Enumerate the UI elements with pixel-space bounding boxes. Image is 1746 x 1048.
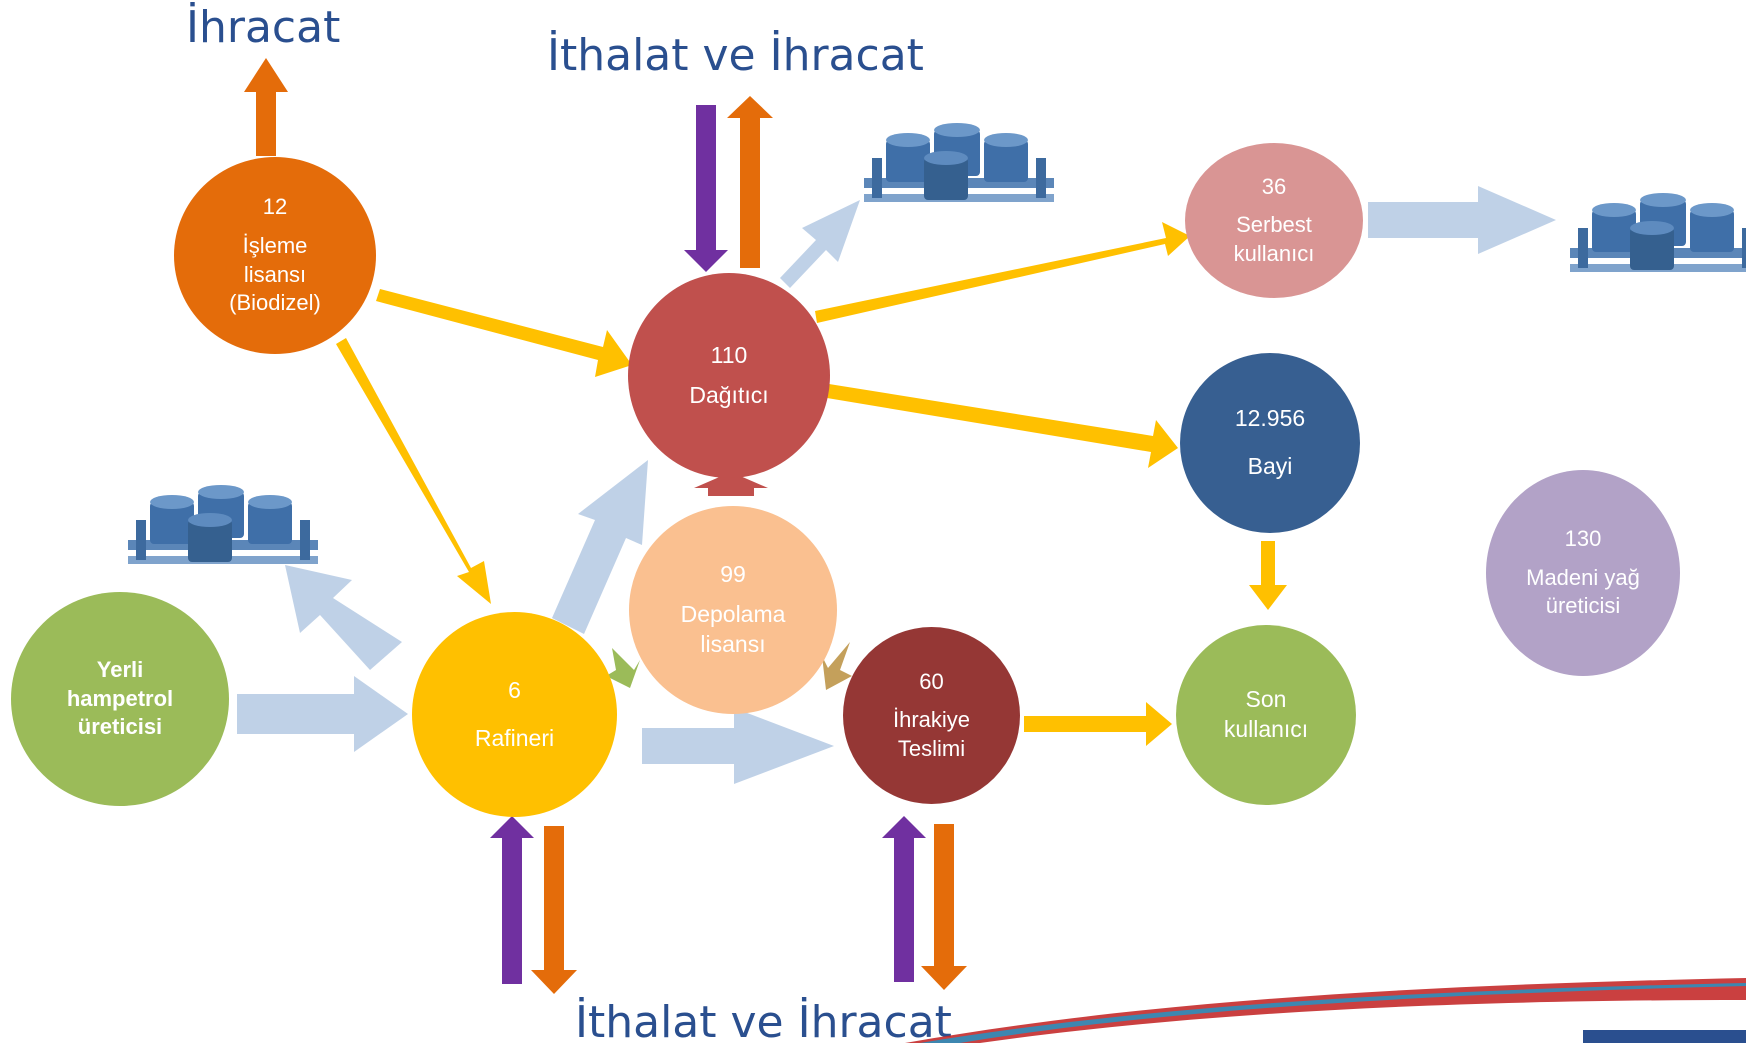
flow-dagitici-to-serbest <box>815 222 1190 323</box>
node-count: 99 <box>720 561 746 588</box>
node-yerli-hampetrol-ureticisi: Yerli hampetrol üreticisi <box>11 592 229 806</box>
flow-bayi-to-son <box>1249 541 1287 610</box>
node-ihrakiye-teslimi: 60 İhrakiye Teslimi <box>843 627 1020 804</box>
node-label: Rafineri <box>474 724 555 751</box>
import-arrow-ihrakiye <box>882 816 926 982</box>
node-label: Dağıtıcı <box>689 381 769 408</box>
node-son-kullanici: Son kullanıcı <box>1176 625 1356 805</box>
node-dagitici: 110 Dağıtıcı <box>628 273 830 478</box>
depolama-arrows <box>606 472 852 690</box>
node-label: Depolama lisansı <box>680 601 786 657</box>
node-label: İşleme lisansı (Biodizel) <box>229 232 321 316</box>
node-label: İhrakiye Teslimi <box>892 707 971 761</box>
node-label: Madeni yağ üreticisi <box>1526 564 1640 619</box>
export-heading: İhracat <box>186 2 341 53</box>
node-count: 12 <box>262 194 288 220</box>
arrow-depolama-to-ihrakiye <box>822 642 852 690</box>
flow-arrows <box>336 222 1287 746</box>
import-export-heading-bottom: İthalat ve İhracat <box>575 997 952 1048</box>
pipe-serbest-to-storage <box>1368 186 1556 254</box>
node-depolama-lisansi: 99 Depolama lisansı <box>629 506 837 714</box>
node-count: 6 <box>508 676 521 703</box>
node-label: Son kullanıcı <box>1223 686 1309 742</box>
flow-isleme-to-rafineri <box>336 338 491 604</box>
import-export-arrows <box>244 58 967 994</box>
node-serbest-kullanici: 36 Serbest kullanıcı <box>1185 143 1363 298</box>
import-export-heading-top: İthalat ve İhracat <box>547 30 924 81</box>
pipe-rafineri-to-storage <box>285 565 402 670</box>
node-label: Serbest kullanıcı <box>1233 212 1315 266</box>
flow-ihrakiye-to-son <box>1024 702 1172 746</box>
export-arrow-rafineri <box>531 826 577 994</box>
node-count: 60 <box>919 668 944 694</box>
node-label: Yerli hampetrol üreticisi <box>66 657 174 740</box>
node-count: 36 <box>1261 173 1287 199</box>
pipe-yerli-to-rafineri <box>237 676 408 752</box>
pipe-dagitici-to-storage <box>780 200 860 288</box>
import-arrow-dagitici <box>684 105 728 272</box>
node-count: 110 <box>710 341 748 368</box>
pipeline-arrows <box>237 186 1556 784</box>
pipe-rafineri-to-ihrakiye <box>642 708 834 784</box>
flow-isleme-to-dagitici <box>376 289 632 377</box>
arrow-depolama-to-rafineri <box>606 648 640 688</box>
node-rafineri: 6 Rafineri <box>412 612 617 817</box>
node-count: 130 <box>1564 526 1602 552</box>
node-isleme-lisansi: 12 İşleme lisansı (Biodizel) <box>174 157 376 354</box>
arrow-depolama-to-dagitici <box>694 472 768 496</box>
export-arrow-dagitici <box>727 96 773 268</box>
export-arrow-isleme <box>244 58 288 156</box>
node-count: 12.956 <box>1234 405 1306 432</box>
node-bayi: 12.956 Bayi <box>1180 353 1360 533</box>
logo-mark-icon <box>1583 1030 1746 1043</box>
node-madeni-yag-ureticisi: 130 Madeni yağ üreticisi <box>1486 470 1680 676</box>
flow-dagitici-to-bayi <box>827 384 1178 468</box>
pipe-rafineri-to-dagitici <box>552 460 648 634</box>
export-arrow-ihrakiye <box>921 824 967 990</box>
node-label: Bayi <box>1247 453 1293 479</box>
import-arrow-rafineri <box>490 816 534 984</box>
